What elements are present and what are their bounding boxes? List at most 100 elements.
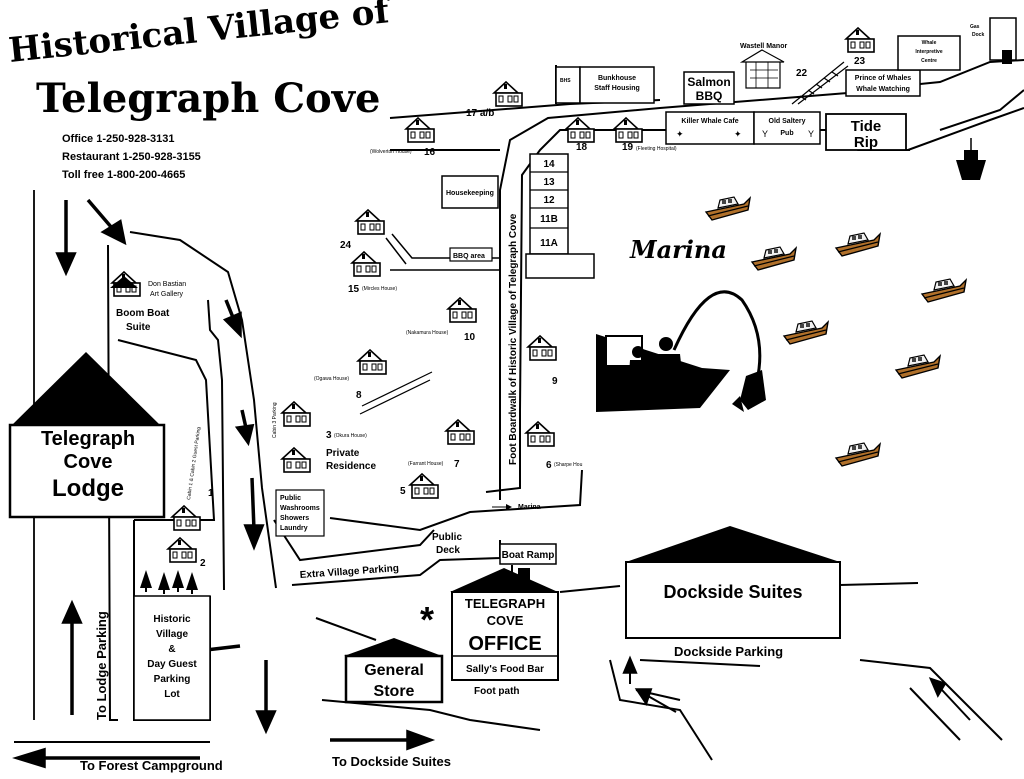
lot-label-6: Lot: [164, 689, 180, 700]
cafe-cutlery-icon-2: ✦: [734, 129, 742, 139]
house-19-icon: [613, 117, 643, 143]
prince-of-whales-label-2: Whale Watching: [856, 86, 910, 93]
map-title-line2: Telegraph Cove: [36, 75, 380, 122]
gallery-label-1: Don Bastian: [148, 281, 186, 288]
house-18-number: 18: [576, 142, 588, 153]
tide-rip-label-2: Rip: [854, 134, 878, 151]
gas-dock-label-1: Gas: [970, 24, 980, 30]
office-phone: Office 1-250-928-3131: [62, 133, 175, 145]
don-bastian-gallery: Don Bastian Art Gallery Boom Boat Suite: [110, 271, 186, 333]
house-19-number: 19: [622, 142, 634, 153]
cabin12-parking-label: Cabin 1 & Cabin 2 Guest Parking: [186, 426, 202, 500]
house-8-name: (Ogawa House): [314, 376, 349, 382]
whale-centre-label-3: Centre: [921, 58, 937, 64]
asterisk-marker: *: [420, 599, 434, 640]
house-5-number: 5: [400, 486, 406, 497]
bbq-area-label: BBQ area: [453, 253, 485, 260]
unit-13: 13: [543, 177, 555, 188]
lot-label-3: &: [168, 644, 175, 655]
to-forest-label: To Forest Campground: [80, 758, 223, 773]
house-10-icon: [447, 297, 477, 323]
house-3-icon: [281, 401, 311, 427]
house-16-number: 16: [424, 147, 436, 158]
boat-ramp: Boat Ramp: [499, 543, 557, 565]
lodge-label-2: Cove: [64, 451, 113, 473]
wastell-manor: Wastell Manor 22: [739, 43, 808, 89]
direction-arrows: [12, 198, 971, 769]
boat-icon: [895, 354, 941, 379]
public-washrooms: Public Washrooms Showers Laundry: [275, 489, 325, 537]
prince-of-whales-label-1: Prince of Whales: [855, 75, 912, 82]
old-saltery-label-2: Pub: [780, 130, 793, 137]
whale-centre-label-2: Interpretive: [915, 49, 942, 55]
office-label-2: COVE: [487, 613, 524, 628]
house-22-number: 22: [796, 68, 808, 79]
telegraph-cove-office: TELEGRAPH COVE OFFICE Sally's Food Bar: [450, 568, 559, 681]
salmon-bbq: Salmon BBQ: [683, 71, 735, 105]
boat-icon: [921, 278, 967, 303]
house-6-name: (Sharpe Hou: [554, 462, 583, 468]
bunkhouse-label-2: Staff Housing: [594, 85, 640, 92]
salmon-bbq-label-2: BBQ: [696, 89, 723, 103]
washrooms-label-3: Showers: [280, 515, 309, 522]
house-16-name: (Wolverton House): [370, 149, 412, 155]
house-10-name: (Nakamura House): [406, 330, 449, 336]
washrooms-label-4: Laundry: [280, 525, 308, 532]
lot-label-4: Day Guest: [147, 659, 197, 670]
dockside-parking-label: Dockside Parking: [674, 644, 783, 659]
private-residence-icon: [281, 447, 311, 473]
restaurant-phone: Restaurant 1-250-928-3155: [62, 151, 201, 163]
washrooms-label-2: Washrooms: [280, 505, 320, 512]
house-8-icon: [357, 349, 387, 375]
boat-icon: [783, 320, 829, 345]
general-store-label-1: General: [364, 662, 424, 679]
house-1-icon: [171, 505, 201, 531]
house-9-icon: [527, 335, 557, 361]
trees: [140, 570, 198, 594]
killer-whale-cafe-label: Killer Whale Cafe: [681, 118, 738, 125]
bunkhouse-label-1: Bunkhouse: [598, 75, 636, 82]
house-2-icon: [167, 537, 197, 563]
tollfree-phone: Toll free 1-800-200-4665: [62, 169, 185, 181]
old-saltery-label-1: Old Saltery: [769, 118, 806, 125]
house-8-number: 8: [356, 390, 362, 401]
bhs-label: BHS: [560, 78, 571, 84]
boat-icon: [705, 196, 751, 221]
gas-dock: Gas Dock: [970, 17, 1017, 64]
salmon-bbq-label-1: Salmon: [687, 75, 730, 89]
boat-icon: [835, 442, 881, 467]
house-17-number: 17 a/b: [466, 108, 494, 119]
boardwalk-label: Foot Boardwalk of Historic Village of Te…: [508, 213, 519, 465]
house-19-name: (Fleeting Hospital): [636, 146, 677, 152]
house-9-number: 9: [552, 376, 558, 387]
private-residence-label-1: Private: [326, 448, 360, 459]
office-label-3: OFFICE: [468, 633, 541, 655]
house-6-number: 6: [546, 460, 552, 471]
house-23-icon: [845, 27, 875, 53]
washrooms-label-1: Public: [280, 495, 301, 502]
gangway: [791, 61, 849, 105]
bbq-area-box: [449, 247, 493, 262]
office-label-1: TELEGRAPH: [465, 596, 545, 611]
house-15-icon: [351, 251, 381, 277]
to-dockside-label: To Dockside Suites: [332, 754, 451, 769]
house-3-number: 3: [326, 430, 332, 441]
house-7-number: 7: [454, 459, 460, 470]
marina-label: Marina: [629, 235, 727, 264]
old-saltery-pub: Old Saltery Pub Y Y: [753, 111, 821, 145]
foot-path-label: Foot path: [474, 686, 520, 697]
cafe-cutlery-icon: ✦: [676, 129, 684, 139]
killer-whale-cafe: Killer Whale Cafe ✦ ✦: [665, 111, 755, 145]
private-residence-label-2: Residence: [326, 461, 376, 472]
house-15-number: 15: [348, 284, 360, 295]
house-23-number: 23: [854, 56, 866, 67]
prince-of-whales: Prince of Whales Whale Watching: [845, 69, 921, 97]
to-lodge-parking-label: To Lodge Parking: [94, 611, 109, 720]
house-10-number: 10: [464, 332, 476, 343]
unit-14: 14: [543, 159, 555, 170]
unit-12: 12: [543, 195, 555, 206]
marina-arrow-label: Marina: [518, 504, 541, 511]
fishing-boat-icon: [596, 290, 766, 412]
general-store-label-2: Store: [374, 683, 415, 700]
